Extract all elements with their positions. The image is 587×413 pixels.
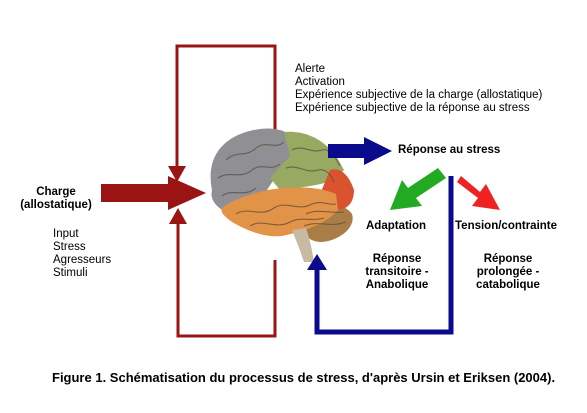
brain-green-lobe (270, 131, 344, 190)
response-title: Réponse au stress (398, 144, 501, 156)
feedback-bottom-arrowhead (169, 208, 187, 224)
input-item: Stress (53, 241, 86, 253)
response-feedback-line (314, 176, 454, 335)
tension-desc-line3: catabolique (476, 279, 540, 291)
brain-stem (292, 228, 314, 262)
brain-grey-lobe (210, 128, 296, 213)
input-item: Agresseurs (53, 254, 112, 266)
figure-caption: Figure 1. Schématisation du processus de… (52, 370, 556, 385)
charge-label-line1: Charge (36, 186, 76, 198)
response-feedback-arrowhead (307, 254, 327, 270)
adaptation-desc-line2: transitoire - (365, 266, 429, 278)
feedback-loop (175, 44, 277, 338)
adaptation-arrow (390, 168, 446, 210)
feedback-item: Alerte (295, 63, 326, 75)
input-item: Stimuli (53, 267, 88, 279)
brain-folds (217, 141, 347, 227)
adaptation-desc-line3: Anabolique (365, 279, 429, 291)
response-arrow (328, 137, 392, 165)
input-item: Input (53, 228, 79, 240)
adaptation-label: Adaptation (366, 220, 427, 232)
feedback-item: Expérience subjective de la réponse au s… (295, 102, 530, 114)
feedback-top-arrowhead (168, 166, 186, 182)
tension-arrow (457, 176, 500, 210)
tension-label: Tension/contrainte (455, 220, 558, 232)
feedback-item: Expérience subjective de la charge (allo… (295, 89, 543, 101)
feedback-bottom-line (176, 222, 277, 338)
feedback-top-line (175, 44, 277, 170)
tension-desc-line1: Réponse (483, 253, 533, 265)
charge-label-line2: (allostatique) (20, 199, 92, 211)
tension-desc-line2: prolongée - (476, 266, 540, 278)
input-arrow (101, 176, 206, 210)
feedback-item: Activation (295, 76, 345, 88)
adaptation-desc-line1: Réponse (372, 253, 422, 265)
brain-image (210, 128, 354, 262)
